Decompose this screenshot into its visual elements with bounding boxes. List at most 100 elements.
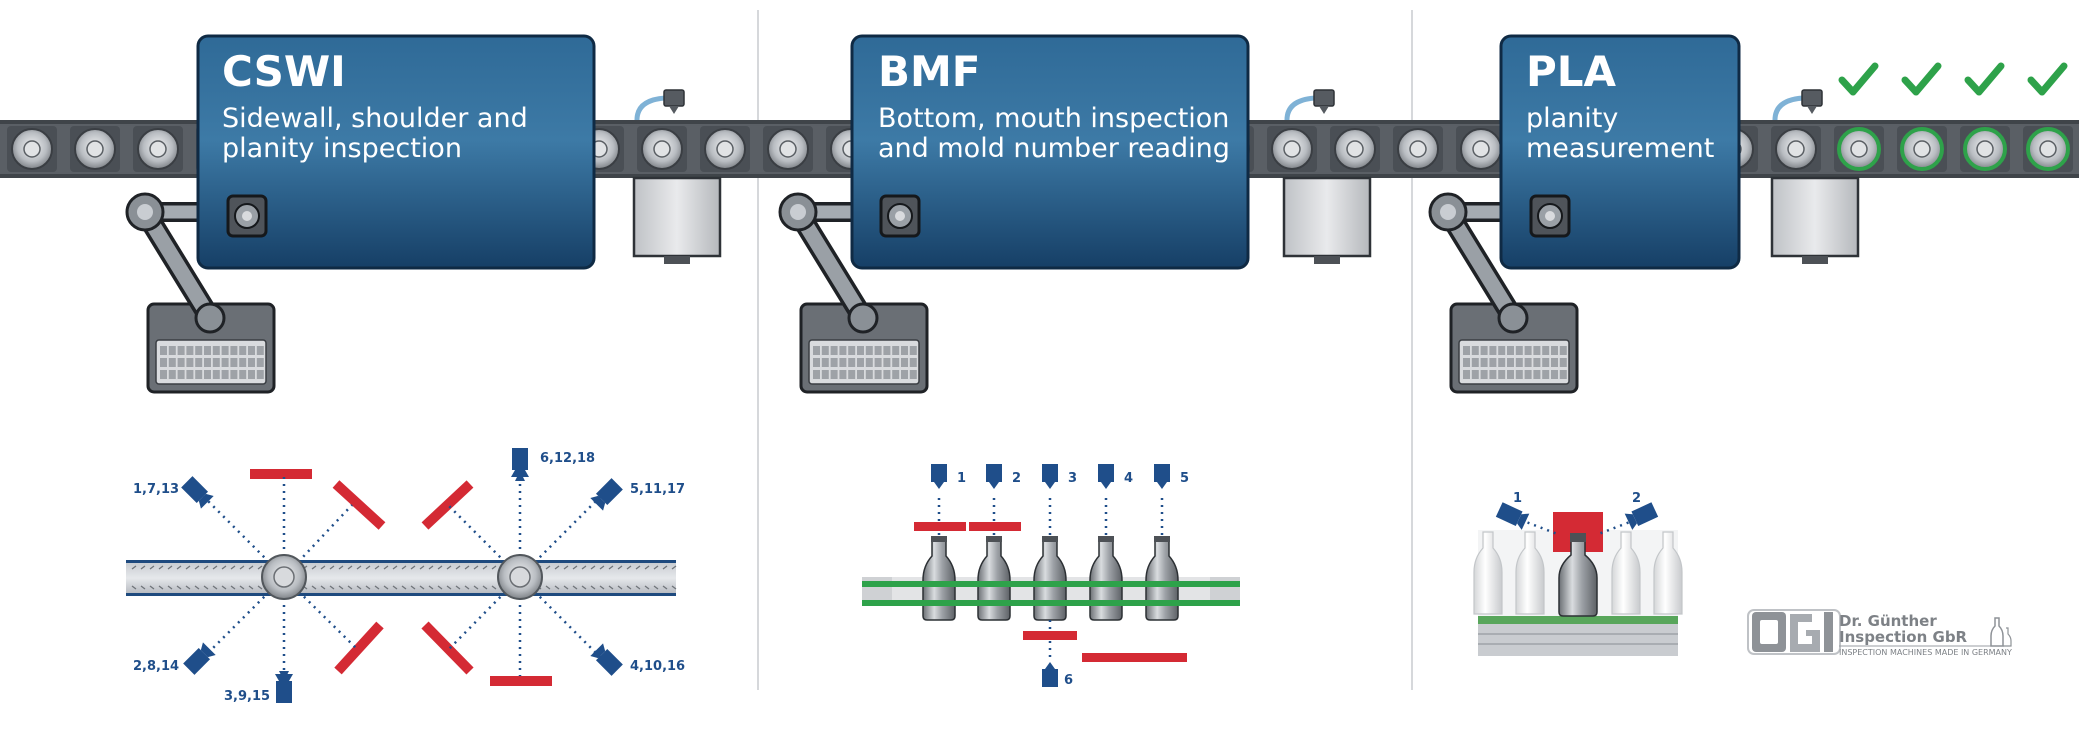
mirror — [1023, 631, 1077, 640]
conveyor-roller — [1834, 126, 1884, 172]
station-cswi: CSWI Sidewall, shoulder and planity insp… — [196, 34, 596, 270]
belt-tick — [590, 565, 596, 590]
conveyor-roller — [1456, 126, 1506, 172]
belt-tick — [320, 565, 326, 590]
mirrors — [250, 469, 552, 686]
camera-rays — [201, 471, 601, 681]
sensor-unit — [632, 89, 722, 264]
belt-tick — [194, 565, 200, 590]
pla-camera-layout: 1 2 — [1473, 491, 1683, 656]
passed-checkmarks — [1838, 62, 2068, 96]
belt-tick — [248, 565, 254, 590]
camera-icon — [181, 476, 214, 509]
camera-ray — [519, 496, 601, 578]
belt-tick — [401, 565, 407, 590]
belt-tick — [410, 565, 416, 590]
conveyor-roller — [763, 126, 813, 172]
belt-tick — [383, 565, 389, 590]
robot-arm — [1428, 192, 1579, 394]
mirror — [421, 621, 474, 675]
belt-tick — [563, 565, 569, 590]
belt-tick — [212, 565, 218, 590]
station-title: BMF — [878, 47, 981, 96]
station-subtitle: Bottom, mouth inspection — [878, 103, 1229, 134]
logo-name-line1: Dr. Günther — [1839, 612, 1937, 630]
belt-tick — [167, 565, 173, 590]
belt-tick — [437, 565, 443, 590]
conveyor-roller — [133, 126, 183, 172]
camera-ray — [283, 504, 353, 578]
robot-arm — [778, 192, 929, 394]
camera-icon — [1495, 502, 1530, 530]
belt-tick — [653, 565, 659, 590]
robot-arm — [125, 192, 276, 394]
bottle — [922, 536, 956, 621]
camera-ray — [519, 576, 601, 658]
belt-tick — [239, 565, 245, 590]
belt-tick — [581, 565, 587, 590]
camera-label: 4,10,16 — [630, 659, 685, 674]
belt-tick — [671, 565, 677, 590]
belt-tick — [608, 565, 614, 590]
background-bottle — [1515, 531, 1545, 615]
mirror — [969, 522, 1021, 531]
belt-tick — [374, 565, 380, 590]
background-bottle — [1473, 531, 1503, 615]
conveyor-roller — [1267, 126, 1317, 172]
camera-label: 2 — [1012, 471, 1021, 486]
station-subtitle: and mold number reading — [878, 133, 1230, 164]
logo-mark — [1747, 609, 1841, 655]
belt-tick — [635, 565, 641, 590]
camera-icon — [1154, 464, 1170, 489]
camera-label: 6 — [1064, 673, 1073, 688]
belt-tick — [428, 565, 434, 590]
belt-tick — [311, 565, 317, 590]
checkmark-icon — [1901, 62, 1942, 96]
camera-label: 1 — [1513, 491, 1522, 506]
belt-tick — [473, 565, 479, 590]
belt-tick — [365, 565, 371, 590]
belt-tick — [392, 565, 398, 590]
robot-arms — [125, 192, 1579, 394]
conveyor-roller — [1897, 126, 1947, 172]
mirror — [421, 480, 474, 530]
company-logo: Dr. Günther Inspection GbR INSPECTION MA… — [1747, 609, 2012, 657]
logo-tagline: INSPECTION MACHINES MADE IN GERMANY — [1839, 648, 2012, 657]
camera-icon — [1042, 662, 1058, 687]
camera-label: 5,11,17 — [630, 482, 685, 497]
robot-gripper — [226, 194, 268, 238]
camera-ray — [447, 504, 521, 578]
checkmark-icon — [1838, 62, 1879, 96]
station-subtitle: planity — [1526, 103, 1618, 134]
station-title: PLA — [1526, 47, 1617, 96]
sensor-unit — [1282, 89, 1372, 264]
camera-icon — [511, 448, 529, 477]
camera-icon — [590, 478, 623, 511]
conveyor-roller — [1393, 126, 1443, 172]
bottle — [1145, 536, 1179, 621]
belt-tick — [617, 565, 623, 590]
robot-grippers — [226, 194, 1571, 238]
camera-icon — [986, 464, 1002, 489]
sensor-heads — [632, 89, 1860, 264]
belt-tick — [626, 565, 632, 590]
belt-tick — [338, 565, 344, 590]
camera-label: 4 — [1124, 471, 1133, 486]
belt-tick — [572, 565, 578, 590]
camera-ray — [447, 576, 521, 651]
belt-tick — [644, 565, 650, 590]
conveyor-roller — [637, 126, 687, 172]
camera-ray — [201, 576, 285, 660]
conveyor-roller — [700, 126, 750, 172]
station-subtitle: Sidewall, shoulder and — [222, 103, 528, 134]
belt-tick — [446, 565, 452, 590]
conveyor-roller — [7, 126, 57, 172]
robot-gripper — [879, 194, 921, 238]
belt-tick — [230, 565, 236, 590]
belt-tick — [356, 565, 362, 590]
checkmark-icon — [2027, 62, 2068, 96]
conveyor-roller — [1771, 126, 1821, 172]
belt-tick — [662, 565, 668, 590]
camera-label: 3 — [1068, 471, 1077, 486]
